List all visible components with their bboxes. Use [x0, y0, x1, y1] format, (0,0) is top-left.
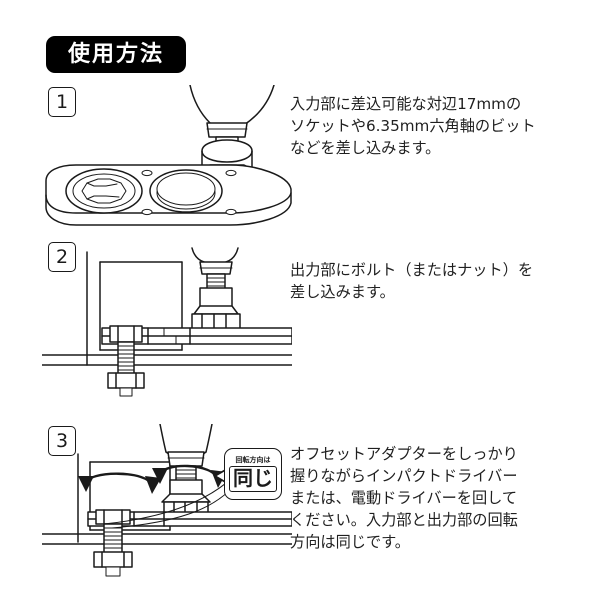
- step-3-text: オフセットアダプターをしっかり 握りながらインパクトドライバー または、電動ドラ…: [290, 445, 518, 551]
- step-2-text: 出力部にボルト（またはナット）を 差し込みます。: [290, 261, 533, 301]
- adapter-input-boss: [193, 287, 239, 315]
- bolt-and-nut-assembly: [107, 325, 145, 397]
- page-title: 使用方法: [67, 41, 164, 67]
- step-number-label: 3: [55, 429, 69, 452]
- rotation-direction-callout: 回転方向は 同じ: [224, 448, 282, 500]
- step-2: 2: [0, 240, 600, 405]
- bolt-and-nut-assembly: [93, 509, 133, 577]
- step-number-badge-2: 2: [48, 242, 76, 272]
- step-1-text: 入力部に差込可能な対辺17mmの ソケットや6.35mm六角軸のビット などを差…: [290, 95, 536, 157]
- structural-frame: [42, 251, 292, 366]
- step-1-illustration: [42, 85, 292, 235]
- impact-driver-icon: [159, 424, 213, 467]
- callout-small-label: 回転方向は: [235, 456, 271, 464]
- step-number-badge-3: 3: [48, 426, 76, 456]
- rotation-arrow-output: [78, 472, 161, 494]
- drill-chuck-icon: [191, 247, 239, 275]
- drill-chuck-icon: [189, 85, 275, 138]
- step-number-label: 2: [55, 245, 69, 268]
- adapter-input-boss: [161, 479, 211, 503]
- step-2-illustration: [42, 240, 292, 400]
- section-header-badge: 使用方法: [46, 36, 186, 73]
- callout-emphasis-box: 同じ: [229, 466, 277, 492]
- step-3: 3: [0, 424, 600, 594]
- step-number-badge-1: 1: [48, 87, 76, 117]
- adapter-output-hex-head: [191, 313, 241, 331]
- step-number-label: 1: [55, 90, 69, 113]
- offset-adapter-body: [45, 164, 292, 226]
- callout-big-label: 同じ: [233, 466, 273, 490]
- step-1: 1: [0, 85, 600, 235]
